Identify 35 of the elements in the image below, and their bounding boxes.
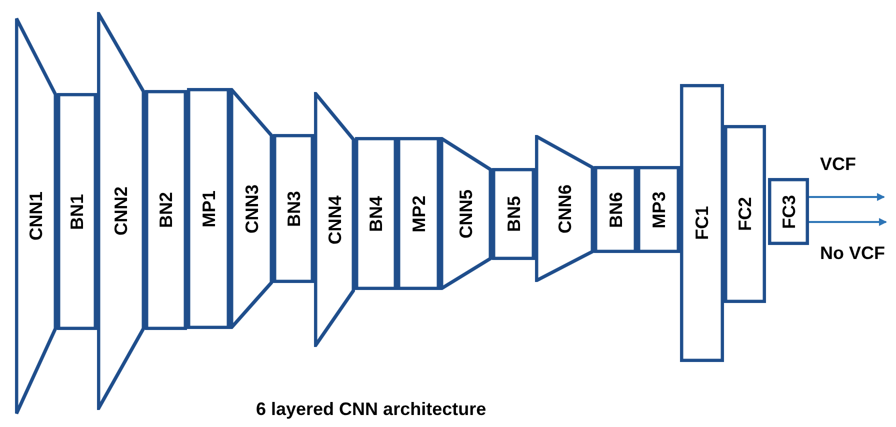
layer-label: FC3 [780,194,798,228]
layer-label: BN1 [68,194,86,230]
layer-box [492,168,535,260]
layer-label: BN5 [504,196,522,232]
layer-label: FC1 [693,206,711,240]
layer-label: CNN5 [457,189,475,238]
layer-box [273,134,314,283]
layer-box [145,90,187,330]
convolution-trapezoid [230,88,273,329]
layer-label: MP1 [200,190,218,227]
layer-label: MP2 [410,195,428,232]
layer-box [187,88,230,329]
layer-box [724,125,766,303]
convolution-trapezoid [314,92,355,347]
layer-box [768,178,809,245]
layer-box [57,93,97,330]
layer-box [637,166,680,253]
layer-label: CNN4 [326,195,344,244]
caption: 6 layered CNN architecture [256,398,486,420]
output-arrow [809,193,885,201]
layer-label: CNN2 [112,186,130,236]
layer-label: CNN3 [242,184,260,233]
layer-label: MP3 [650,191,668,228]
layer-box [397,137,440,290]
layer-label: BN3 [284,190,302,226]
layer-label: CNN1 [27,192,45,240]
convolution-trapezoid [15,17,57,415]
layer-label: FC2 [736,197,754,231]
layer-box [594,166,637,253]
output-arrow [809,218,887,226]
layer-label: BN2 [157,192,175,228]
layer-label: BN4 [367,196,385,232]
layer-box [355,137,397,290]
layer-label: CNN6 [556,184,574,233]
layer-label: BN6 [606,192,624,228]
